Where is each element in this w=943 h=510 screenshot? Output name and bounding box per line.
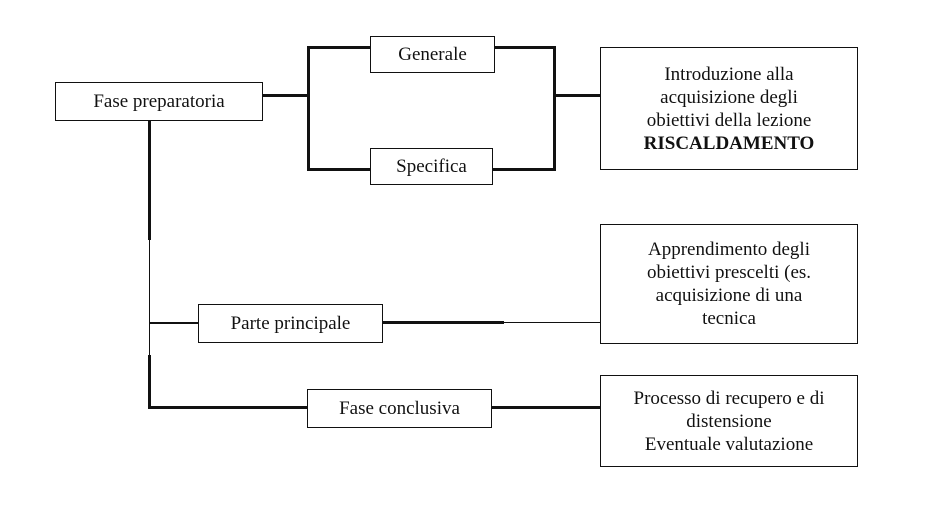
connector-fork-to-description: [553, 94, 601, 97]
connector-specifica-to-right-fork: [492, 168, 556, 171]
connector-preparatoria-to-fork: [262, 94, 310, 97]
node-fase-conclusiva-label: Fase conclusiva: [339, 398, 460, 419]
node-fase-preparatoria-label: Fase preparatoria: [93, 91, 225, 112]
connector-main-spine-lower: [148, 355, 151, 409]
description-principale-line-4: tecnica: [702, 308, 756, 329]
connector-spine-to-fase-conclusiva: [148, 406, 308, 409]
description-conclusiva-line-2: distensione: [686, 410, 772, 432]
connector-right-fork-vertical: [553, 46, 556, 171]
description-principale: Apprendimento degli obiettivi prescelti …: [600, 224, 858, 344]
node-generale-label: Generale: [398, 44, 467, 65]
node-specifica-label: Specifica: [396, 156, 467, 177]
description-preparatoria: Introduzione alla acquisizione degli obi…: [600, 47, 858, 170]
connector-spine-to-parte-principale: [149, 322, 200, 324]
node-parte-principale: Parte principale: [198, 304, 383, 343]
connector-generale-to-right-fork: [494, 46, 556, 49]
description-preparatoria-line-3: obiettivi della lezione: [646, 109, 812, 131]
description-principale-line-1: Apprendimento degli: [648, 239, 810, 260]
connector-parte-principale-to-description-thin: [504, 322, 602, 323]
description-conclusiva: Processo di recupero e di distensione Ev…: [600, 375, 858, 467]
description-preparatoria-line-1: Introduzione alla: [664, 63, 794, 85]
description-principale-line-2: obiettivi prescelti (es.: [646, 262, 812, 283]
description-preparatoria-emphasis: RISCALDAMENTO: [643, 132, 815, 154]
connector-fork-to-generale: [307, 46, 372, 49]
description-principale-line-3: acquisizione di una: [655, 285, 803, 306]
connector-left-fork-vertical: [307, 46, 310, 171]
connector-main-spine-thin: [149, 240, 150, 355]
connector-parte-principale-to-description-thick: [382, 321, 504, 324]
node-parte-principale-label: Parte principale: [230, 313, 351, 334]
description-conclusiva-line-1: Processo di recupero e di: [633, 387, 825, 409]
connector-fork-to-specifica: [307, 168, 372, 171]
connector-main-spine-upper: [148, 120, 151, 240]
node-fase-conclusiva: Fase conclusiva: [307, 389, 492, 428]
connector-fase-conclusiva-to-description: [491, 406, 602, 409]
description-conclusiva-line-3: Eventuale valutazione: [644, 433, 814, 455]
description-preparatoria-line-2: acquisizione degli: [660, 86, 798, 108]
node-fase-preparatoria: Fase preparatoria: [55, 82, 263, 121]
node-specifica: Specifica: [370, 148, 493, 185]
node-generale: Generale: [370, 36, 495, 73]
